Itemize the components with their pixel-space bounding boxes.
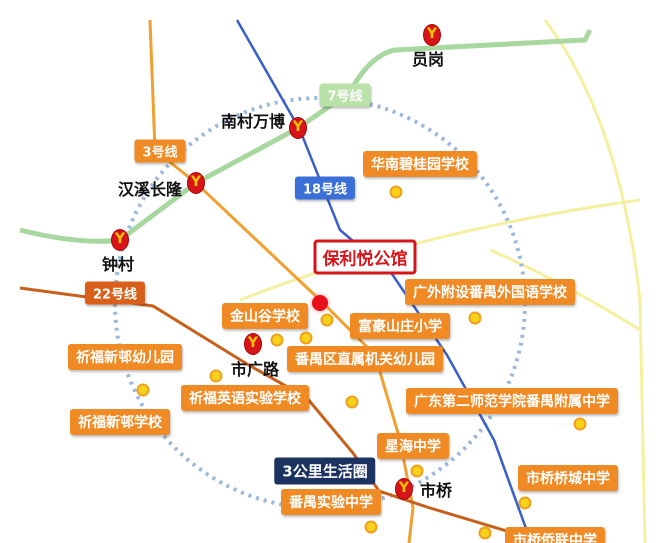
school-label: 富豪山庄小学 [350,313,450,339]
school-dot-icon [299,331,313,345]
metro-station-icon [111,229,129,251]
metro-station-icon [244,333,262,355]
school-dot-icon [345,395,359,409]
radius-label: 3公里生活圈 [274,457,376,485]
school-label: 星海中学 [377,433,449,459]
school-label: 番禺实验中学 [281,489,381,515]
school-label: 华南碧桂园学校 [363,151,477,177]
station-label: 汉溪长隆 [117,180,183,199]
property-location-pin[interactable] [312,295,328,311]
station-label: 员岗 [411,50,445,69]
school-label: 金山谷学校 [222,303,308,329]
line-18-label: 18号线 [294,176,356,200]
line-7 [19,28,593,244]
school-dot-icon [209,369,223,383]
school-dot-icon [573,417,587,431]
line-22 [19,286,541,543]
school-label: 番禺区直属机关幼儿园 [287,346,443,372]
school-label: 祈福新邨学校 [70,409,170,435]
station-label: 钟村 [101,255,135,274]
school-label: 市桥桥城中学 [518,465,618,491]
school-dot-icon [364,520,378,534]
metro-station-icon [423,24,441,46]
school-label: 市桥侨联中学 [505,527,605,543]
line-22-label: 22号线 [84,281,146,305]
school-dot-icon [518,496,532,510]
school-label: 广外附设番禺外国语学校 [405,279,575,305]
metro-station-icon [187,172,205,194]
station-label: 市广路 [230,360,280,379]
property-callout[interactable]: 保利悦公馆 [313,239,417,275]
station-label: 市桥 [419,481,453,500]
school-dot-icon [410,464,424,478]
school-dot-icon [320,313,334,327]
school-dot-icon [468,311,482,325]
road-yellow [239,198,641,302]
metro-station-icon [289,117,307,139]
school-dot-icon [478,526,492,540]
school-dot-icon [389,185,403,199]
line-7-label: 7号线 [319,83,371,107]
school-dot-icon [136,383,150,397]
line-3-label: 3号线 [134,139,186,163]
metro-station-icon [395,478,413,500]
school-label: 祈福新邨幼儿园 [68,344,182,370]
school-label: 祈福英语实验学校 [181,385,309,411]
school-dot-icon [270,333,284,347]
road-yellow [543,19,647,543]
school-label: 广东第二师范学院番禺附属中学 [406,388,618,414]
station-label: 南村万博 [220,112,286,131]
